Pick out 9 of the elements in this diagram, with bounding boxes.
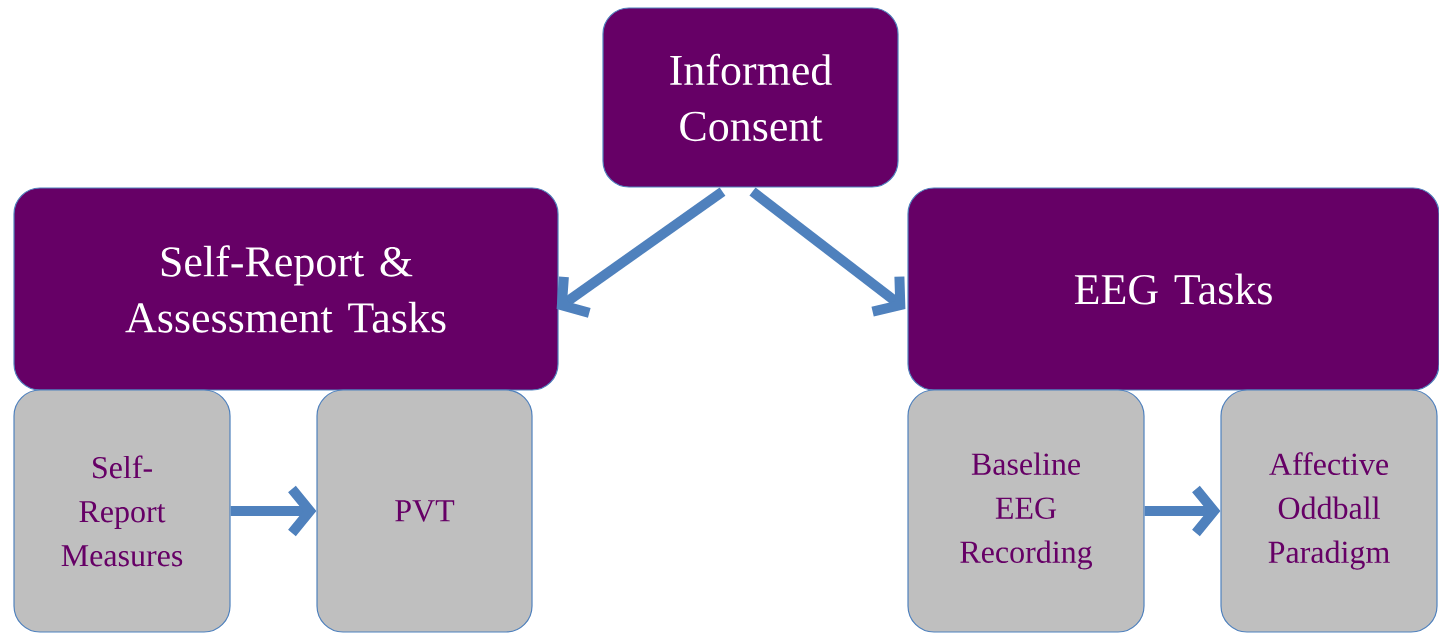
task-box: PVT xyxy=(316,389,533,633)
stage-box: Self-Report & Assessment Tasks xyxy=(13,187,559,391)
stage-box: EEG Tasks xyxy=(907,187,1439,391)
stage-box: Informed Consent xyxy=(602,7,899,188)
arrow xyxy=(556,187,726,318)
task-box: Affective Oddball Paradigm xyxy=(1220,389,1438,633)
arrow xyxy=(749,187,906,317)
task-box: Baseline EEG Recording xyxy=(907,389,1145,633)
task-box: Self-Report Measures xyxy=(13,389,231,633)
